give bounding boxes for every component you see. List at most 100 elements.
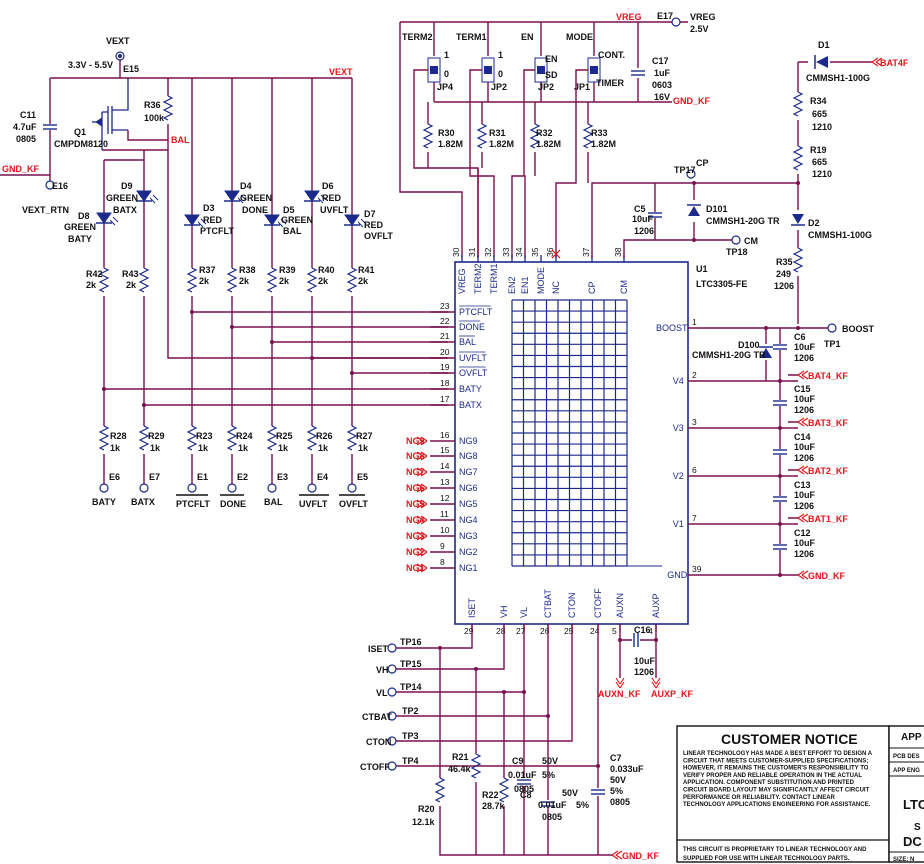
r36-ref: R36 [144, 100, 161, 110]
notice-title: CUSTOMER NOTICE [721, 731, 858, 747]
en-label: EN [521, 32, 534, 42]
r19-ref: R19 [810, 145, 827, 155]
r38-val: 2k [239, 276, 250, 286]
tp17-label: TP17 [674, 165, 696, 175]
e6-net: BATY [92, 497, 116, 507]
r37-ref: R37 [199, 265, 216, 275]
pin-name: CTON [567, 593, 577, 618]
r31-ref: R31 [489, 128, 506, 138]
pin-name: EN2 [507, 276, 517, 294]
d4-ref: D4 [240, 181, 252, 191]
r29-ref: R29 [148, 431, 165, 441]
ng-net-label: NG3 [406, 531, 425, 541]
c17-volt: 16V [654, 92, 670, 102]
side-dc: DC [903, 834, 922, 849]
r41-val: 2k [358, 276, 369, 286]
vreg-voltage: 2.5V [690, 24, 709, 34]
jumper-jp3[interactable] [481, 57, 495, 83]
e17-label: E17 [657, 11, 673, 21]
q1-mosfet [92, 78, 129, 150]
r22-val: 28.7k [482, 801, 506, 811]
jp3-bot: 0 [498, 69, 503, 79]
pin-number: 26 [540, 626, 550, 636]
tp18-label: TP18 [726, 247, 748, 257]
r42-val: 2k [86, 280, 97, 290]
c9-ref: C9 [512, 756, 524, 766]
title-block-side [888, 725, 924, 863]
tp15-ref: TP15 [400, 659, 422, 669]
pin-number: 25 [564, 626, 574, 636]
r35-ref: R35 [776, 257, 793, 267]
r34-pkg: 1210 [812, 122, 832, 132]
pin-name: GND [667, 570, 688, 580]
pin-name: DONE [459, 322, 485, 332]
r35-pkg: 1206 [774, 281, 794, 291]
c13-ref: C13 [794, 480, 811, 490]
d2-part: CMMSH1-100G [808, 230, 872, 240]
tp3-ref: TP3 [402, 731, 419, 741]
pin-name: EN1 [520, 276, 530, 294]
ng-net-label: NG2 [406, 547, 425, 557]
c7-tol: 5% [610, 786, 623, 796]
r23-ref: R23 [196, 431, 213, 441]
jp4-top: 1 [444, 50, 449, 60]
jumper-jp4[interactable] [427, 57, 441, 83]
pin-number: 20 [440, 347, 450, 357]
ng-net-label: NG8 [406, 451, 425, 461]
gnd-kf-bottom: GND_KF [622, 851, 660, 861]
e4-ref: E4 [317, 472, 328, 482]
r37-val: 2k [199, 276, 210, 286]
e2-net: DONE [220, 499, 246, 509]
pin-number: 16 [440, 430, 450, 440]
r27-ref: R27 [356, 431, 373, 441]
pin-name: NG8 [459, 451, 478, 461]
d8-color: GREEN [64, 222, 96, 232]
r21-ref: R21 [452, 752, 469, 762]
pin-name: AUXP [651, 593, 661, 618]
c7-val: 0.033uF [610, 764, 644, 774]
c9-tol: 5% [542, 770, 555, 780]
d5-net: BAL [283, 226, 302, 236]
tp1-label: TP1 [824, 339, 841, 349]
pin-number: 17 [440, 394, 450, 404]
r31-val: 1.82M [489, 139, 514, 149]
pin-name: NG6 [459, 483, 478, 493]
pin-number: 13 [440, 477, 450, 487]
d6-net: UVFLT [320, 205, 349, 215]
bat3-kf: BAT3_KF [808, 418, 848, 428]
r33-ref: R33 [591, 128, 608, 138]
notice-prop-2: SUPPLIED FOR USE WITH LINEAR TECHNOLOGY … [683, 856, 850, 862]
term2-label: TERM2 [402, 32, 433, 42]
e7-ref: E7 [149, 472, 160, 482]
r27-val: 1k [358, 443, 369, 453]
c5-val: 10uF [632, 214, 654, 224]
pin-number: 15 [440, 445, 450, 455]
pin-name: AUXN [615, 593, 625, 618]
c8-ref: C8 [520, 790, 532, 800]
d101-part: CMMSH1-20G TR [706, 216, 780, 226]
d7-color: RED [364, 220, 384, 230]
pin-name: CP [587, 281, 597, 294]
r35-val: 249 [776, 269, 791, 279]
pin-name: MODE [536, 267, 546, 294]
r39-ref: R39 [279, 265, 296, 275]
c15-ref: C15 [794, 384, 811, 394]
c14-val: 10uF [794, 442, 816, 452]
pin-number: 38 [613, 247, 623, 257]
pin-number: 6 [692, 465, 697, 475]
bat1-kf: BAT1_KF [808, 514, 848, 524]
c15-val: 10uF [794, 394, 816, 404]
r39-val: 2k [279, 276, 290, 286]
c17-ref: C17 [652, 56, 669, 66]
c7-ref: C7 [610, 753, 622, 763]
notice-line: PERFORMANCE OR RELIABILITY. CONTACT LINE… [683, 795, 836, 801]
pin-number: 1 [692, 317, 697, 327]
side-ltc: LTC [903, 797, 924, 812]
c12-ref: C12 [794, 528, 811, 538]
pin-name: BATX [459, 400, 482, 410]
pin-number: 19 [440, 362, 450, 372]
c6-ref: C6 [794, 332, 806, 342]
